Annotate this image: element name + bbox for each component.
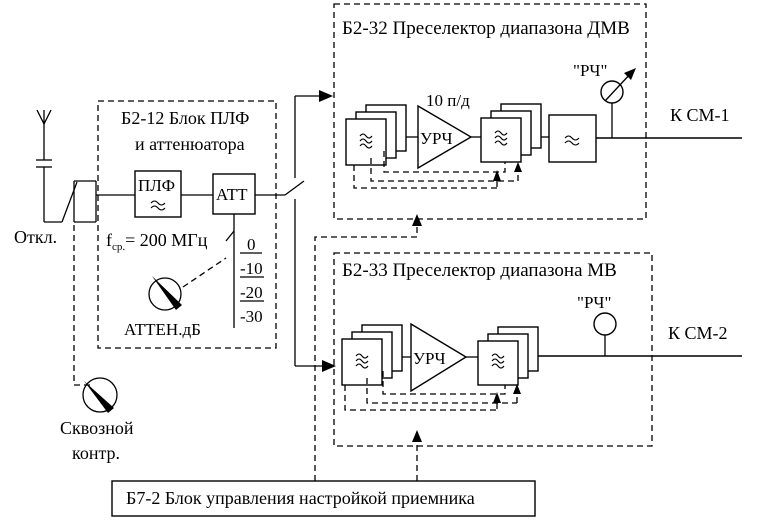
att-level-20: -20 [240,283,263,302]
mv-preselector-unit [333,252,653,447]
mv-preselector-title: Б2-33 Преселектор диапазона МВ [342,260,617,281]
dmv-rch-label: "РЧ" [573,61,607,80]
control-unit-box [111,480,536,517]
atten-db-label: АТТЕН.дБ [124,320,201,339]
dmv-urch-label: УРЧ [420,129,453,148]
attenuator-knob-icon[interactable] [148,276,182,311]
dmv-preselector-title: Б2-32 Преселектор диапазона ДМВ [342,18,630,39]
att-level-0: 0 [247,235,256,254]
center-frequency-label: fср.= 200 МГц [106,230,208,253]
through-control-label-2: контр. [72,443,120,463]
mv-input-filter-bank [341,324,403,386]
off-label: Откл. [14,227,57,247]
antenna-icon [36,109,52,160]
plf-attenuator-unit [97,100,277,349]
through-control-knob-icon[interactable] [82,377,118,413]
control-unit-label: Б7-2 Блок управления настройкой приемник… [126,488,475,508]
mv-rf-indicator-icon [593,312,617,336]
through-control-label-1: Сквозной [60,418,134,438]
att-level-30: -30 [240,307,263,326]
output-sm2-label: К СМ-2 [668,323,728,343]
mv-rch-label: "РЧ" [577,293,611,312]
dmv-rf-amplifier [417,104,473,170]
output-sm1-label: К СМ-1 [670,105,730,125]
plf-unit-title-1: Б2-12 Блок ПЛФ [121,108,249,128]
dmv-gain-label: 10 п/д [426,91,470,110]
plf-label: ПЛФ [138,176,175,195]
plf-unit-title-2: и аттенюатора [135,134,245,154]
dmv-rf-indicator-icon [600,80,624,104]
mv-output-filter-bank [477,326,539,386]
mv-urch-label: УРЧ [413,349,446,368]
arrow-to-dmv [319,90,333,102]
arrow-to-mv [322,360,336,372]
input-capacitor-icon [36,159,52,168]
att-level-10: -10 [240,259,263,278]
dmv-preselector-unit [333,3,647,220]
att-label: АТТ [216,185,248,204]
mv-rf-amplifier [410,322,468,393]
dmv-output-filter-bank [480,103,542,163]
plf-filter-block [134,170,182,218]
dmv-input-filter-bank [345,104,407,166]
